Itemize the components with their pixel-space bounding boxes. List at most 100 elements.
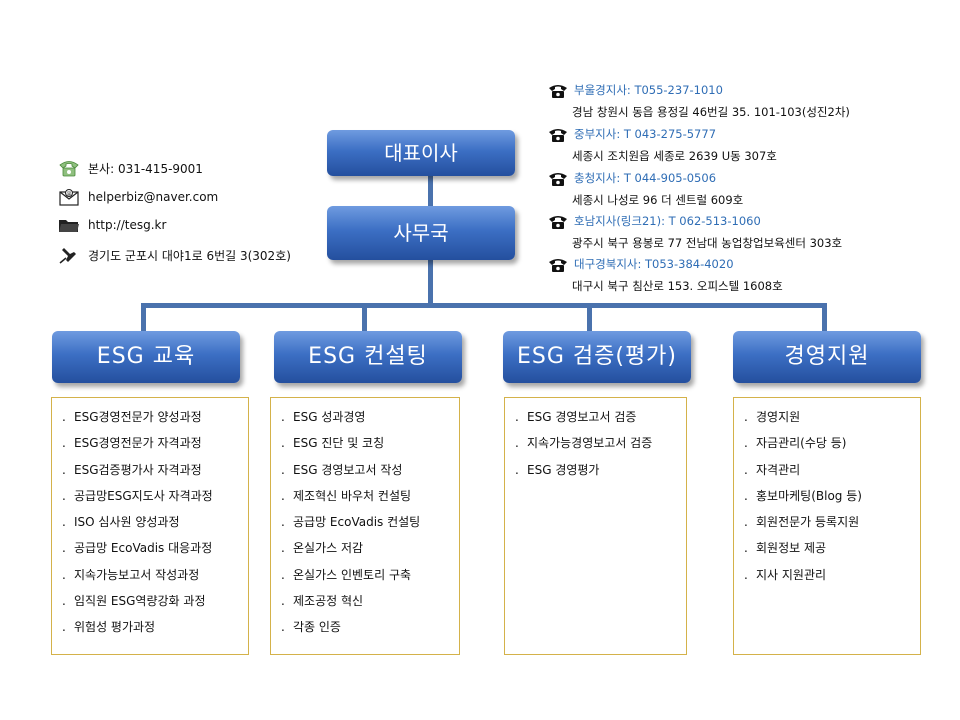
ceo-node: 대표이사 [327, 130, 515, 176]
department-item-text: ESG경영전문가 자격과정 [74, 436, 202, 451]
branch-name: 중부지사: [574, 127, 621, 141]
department-item: . 공급망 EcoVadis 대응과정 [52, 535, 248, 561]
bullet: . [62, 620, 66, 635]
bullet: . [62, 567, 66, 582]
department-item-text: ESG 경영평가 [527, 462, 600, 477]
department-item: .ESG 경영보고서 작성 [271, 457, 459, 483]
bullet: . [515, 436, 519, 451]
branch-address: 광주시 북구 용봉로 77 전남대 농업창업보육센터 303호 [572, 236, 843, 250]
department-box-1: . ESG경영전문가 양성과정. ESG경영전문가 자격과정 .ESG검증평가사 자격… [51, 397, 249, 655]
bullet: . [515, 462, 519, 477]
bullet: . [281, 567, 285, 582]
folder-icon [59, 220, 79, 232]
department-item-text: ESG 경영보고서 작성 [293, 462, 403, 477]
department-title: ESG 검증(평가) [516, 344, 678, 369]
department-item-text: 지속가능경영보고서 검증 [527, 436, 653, 451]
bullet: . [62, 488, 66, 503]
head-office-website-text[interactable]: http://tesg.kr [88, 218, 167, 232]
branch-address: 경남 창원시 동읍 용정길 46번길 35. 101-103(성진2차) [572, 105, 850, 119]
department-item: . 자금관리(수당 등) [734, 430, 920, 456]
head-office-email-text[interactable]: helperbiz@naver.com [88, 190, 219, 204]
connector-horizontal-bus [141, 303, 827, 308]
department-item: .제조혁신 바우처 컨설팅 [271, 483, 459, 509]
department-item: . 지속가능보고서 작성과정 [52, 562, 248, 588]
department-box-2: .ESG 성과경영.ESG 진단 및 코칭.ESG 경영보고서 작성.제조혁신 … [270, 397, 460, 655]
department-item-text: 지사 지원관리 [756, 567, 827, 582]
department-item-text: 각종 인증 [293, 620, 341, 635]
department-item: .ESG 경영보고서 검증 [505, 404, 686, 430]
head-office-address-text: 경기도 군포시 대야1로 6번길 3(302호) [88, 248, 291, 263]
bullet: . [62, 594, 66, 609]
department-item: .ESG검증평가사 자격과정 [52, 457, 248, 483]
bullet: . [281, 436, 285, 451]
connector-ceo-secretariat [428, 175, 433, 207]
department-item-text: 회원정보 제공 [756, 541, 827, 556]
department-item: .경영지원 [734, 404, 920, 430]
department-item-text: ESG 진단 및 코칭 [293, 436, 385, 451]
branch-address: 세종시 조치원읍 세종로 2639 U동 307호 [572, 149, 777, 163]
bullet: . [744, 410, 748, 424]
bullet: . [281, 410, 285, 424]
department-item-text: ESG경영전문가 양성과정 [74, 410, 202, 424]
envelope-icon: @ [59, 189, 79, 206]
connector-dept-2 [362, 303, 367, 333]
department-box-3: .ESG 경영보고서 검증. 지속가능경영보고서 검증. ESG 경영평가 [504, 397, 687, 655]
branch-2: 중부지사: T 043-275-5777 [548, 126, 716, 143]
department-item-text: ESG 경영보고서 검증 [527, 410, 637, 424]
department-node-1: ESG 교육 [52, 331, 240, 383]
bullet: . [744, 436, 748, 451]
bullet: . [744, 541, 748, 556]
bullet: . [281, 515, 285, 530]
bullet: . [281, 541, 285, 556]
phone-icon [549, 84, 567, 98]
bullet: . [62, 541, 66, 556]
department-node-2: ESG 컨설팅 [274, 331, 462, 383]
department-item-text: 지속가능보고서 작성과정 [74, 567, 200, 582]
department-item: . 공급망ESG지도사 자격과정 [52, 483, 248, 509]
bullet: . [62, 436, 66, 451]
ceo-label: 대표이사 [384, 141, 458, 165]
connector-dept-4 [822, 303, 827, 333]
phone-icon [59, 161, 79, 177]
bullet: . [281, 594, 285, 609]
head-office-website: http://tesg.kr [58, 216, 166, 234]
bullet: . [62, 410, 66, 424]
branch-name: 충청지사: [574, 171, 621, 185]
department-item: . 임직원 ESG역량강화 과정 [52, 588, 248, 614]
department-item-text: 온실가스 인벤토리 구축 [293, 567, 412, 582]
department-title: ESG 컨설팅 [308, 344, 428, 369]
department-item: .각종 인증 [271, 614, 459, 640]
department-item-text: 홍보마케팅(Blog 등) [756, 488, 862, 503]
connector-dept-3 [587, 303, 592, 333]
department-item-text: 공급망ESG지도사 자격과정 [74, 488, 213, 503]
branch-phone: T 062-513-1060 [668, 214, 761, 228]
department-item: . 자격관리 [734, 457, 920, 483]
branch-address: 대구시 북구 침산로 153. 오피스텔 1608호 [572, 279, 783, 293]
secretariat-node: 사무국 [327, 206, 515, 260]
department-title: 경영지원 [784, 344, 870, 369]
department-item: . 지속가능경영보고서 검증 [505, 430, 686, 456]
department-item: .위험성 평가과정 [52, 614, 248, 640]
department-title: ESG 교육 [96, 344, 196, 369]
connector-dept-1 [141, 303, 146, 333]
department-item-text: 자격관리 [756, 462, 801, 477]
branch-phone: T053-384-4020 [645, 257, 734, 271]
phone-icon [549, 128, 567, 142]
department-item-text: 공급망 EcoVadis 대응과정 [74, 541, 213, 556]
department-item-text: 온실가스 저감 [293, 541, 364, 556]
department-item: .공급망 EcoVadis 컨설팅 [271, 509, 459, 535]
department-item: . ESG 경영평가 [505, 457, 686, 483]
branch-phone: T 043-275-5777 [623, 127, 717, 141]
department-item: .ESG 성과경영 [271, 404, 459, 430]
svg-text:@: @ [67, 191, 72, 197]
bullet: . [744, 462, 748, 477]
department-item-text: 임직원 ESG역량강화 과정 [74, 594, 206, 609]
branch-name: 호남지사(링크21): [574, 214, 665, 228]
bullet: . [744, 567, 748, 582]
department-item-text: 제조공정 혁신 [293, 594, 364, 609]
department-item-text: 자금관리(수당 등) [756, 436, 847, 451]
department-item: . 지사 지원관리 [734, 562, 920, 588]
branch-4: 호남지사(링크21): T 062-513-1060 [548, 213, 761, 230]
phone-icon [549, 215, 567, 229]
department-item: . ESG경영전문가 자격과정 [52, 430, 248, 456]
